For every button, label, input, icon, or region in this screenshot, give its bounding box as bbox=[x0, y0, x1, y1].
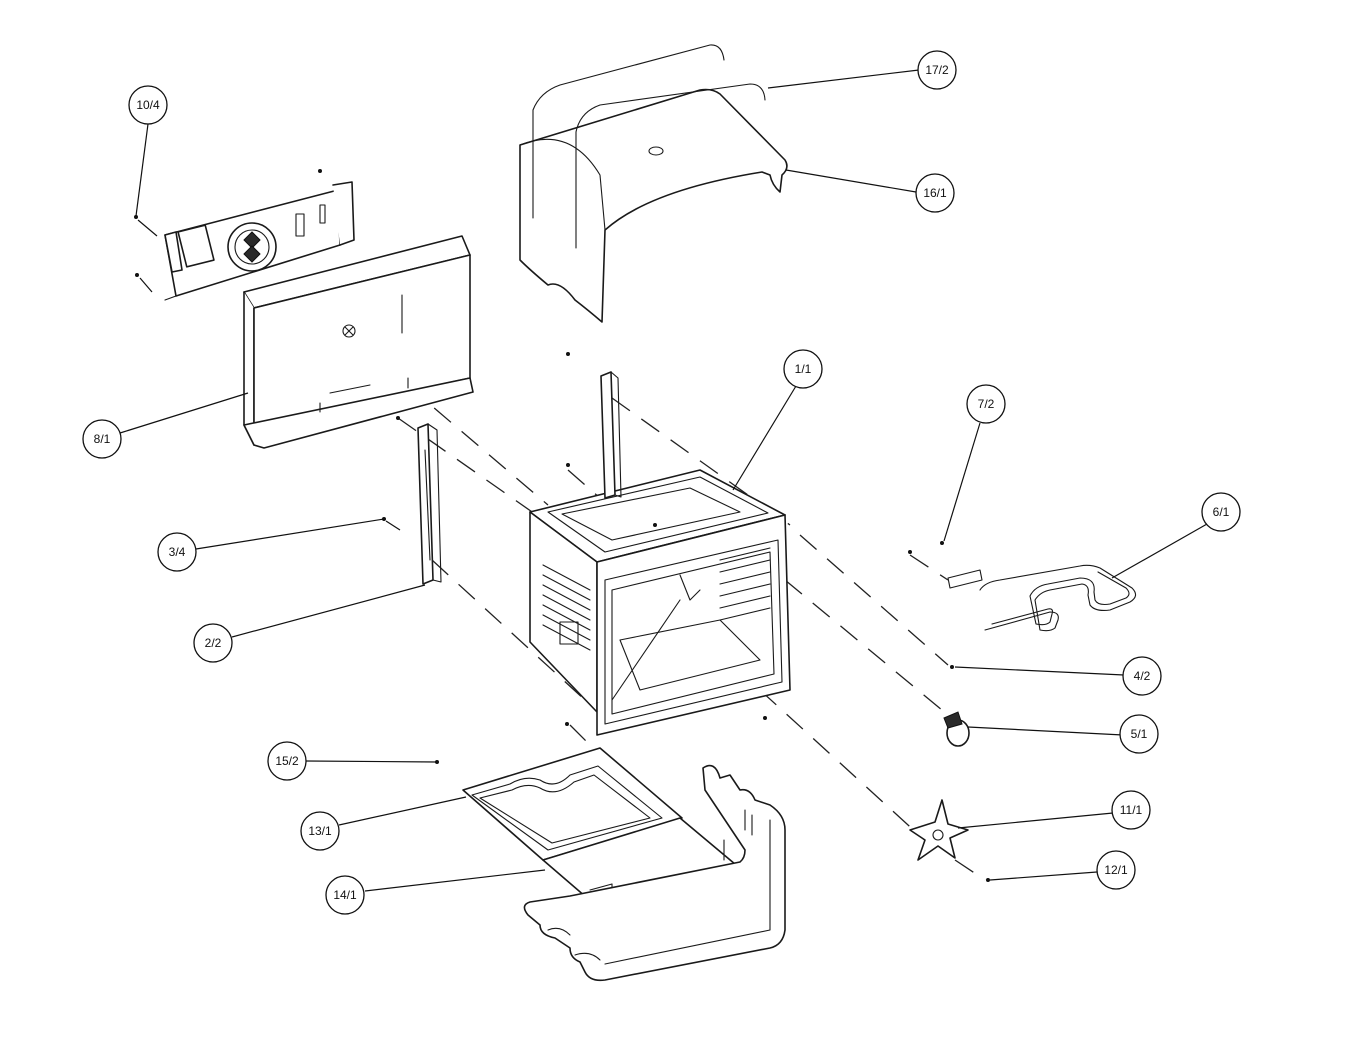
rear-cover-panel bbox=[243, 235, 474, 449]
callout-8-1: 8/1 bbox=[82, 419, 122, 459]
callout-13-1: 13/1 bbox=[300, 811, 340, 851]
assembly-guide-lines bbox=[351, 337, 986, 881]
side-vent-slots bbox=[542, 547, 771, 651]
callout-label: 16/1 bbox=[923, 186, 947, 200]
callout-label: 5/1 bbox=[1131, 727, 1148, 741]
callout-4-2: 4/2 bbox=[1122, 656, 1162, 696]
callout-14-1: 14/1 bbox=[325, 875, 365, 915]
callout-label: 15/2 bbox=[275, 754, 299, 768]
rear-fan-plate bbox=[134, 169, 355, 301]
bottom-outer-wrap bbox=[523, 764, 786, 982]
callout-label: 13/1 bbox=[308, 824, 332, 838]
callout-5-1: 5/1 bbox=[1119, 714, 1159, 754]
callout-10-4: 10/4 bbox=[128, 85, 168, 125]
callout-label: 10/4 bbox=[136, 98, 160, 112]
oven-cavity bbox=[529, 469, 791, 736]
callout-15-2: 15/2 bbox=[267, 741, 307, 781]
left-side-rail bbox=[382, 423, 442, 585]
callout-6-1: 6/1 bbox=[1201, 492, 1241, 532]
callout-label: 6/1 bbox=[1213, 505, 1230, 519]
callout-label: 17/2 bbox=[925, 63, 949, 77]
fan-motor-parts bbox=[909, 665, 990, 882]
outer-wrap-cover bbox=[519, 44, 788, 323]
callout-12-1: 12/1 bbox=[1096, 850, 1136, 890]
callout-label: 7/2 bbox=[978, 397, 995, 411]
callout-16-1: 16/1 bbox=[915, 173, 955, 213]
callout-11-1: 11/1 bbox=[1111, 790, 1151, 830]
callout-label: 3/4 bbox=[169, 545, 186, 559]
callout-label: 12/1 bbox=[1104, 863, 1128, 877]
callout-label: 1/1 bbox=[795, 362, 812, 376]
grill-heating-element bbox=[908, 541, 1137, 632]
callout-label: 4/2 bbox=[1134, 669, 1151, 683]
callout-label: 14/1 bbox=[333, 888, 357, 902]
bottom-heating-element bbox=[435, 722, 683, 861]
callout-1-1: 1/1 bbox=[783, 349, 823, 389]
callout-2-2: 2/2 bbox=[193, 623, 233, 663]
callout-label: 11/1 bbox=[1120, 803, 1143, 817]
leader-lines bbox=[119, 69, 1208, 892]
callout-17-2: 17/2 bbox=[917, 50, 957, 90]
callout-label: 2/2 bbox=[205, 636, 222, 650]
callout-7-2: 7/2 bbox=[966, 384, 1006, 424]
callout-3-4: 3/4 bbox=[157, 532, 197, 572]
callout-label: 8/1 bbox=[94, 432, 111, 446]
right-side-rail bbox=[396, 352, 622, 499]
